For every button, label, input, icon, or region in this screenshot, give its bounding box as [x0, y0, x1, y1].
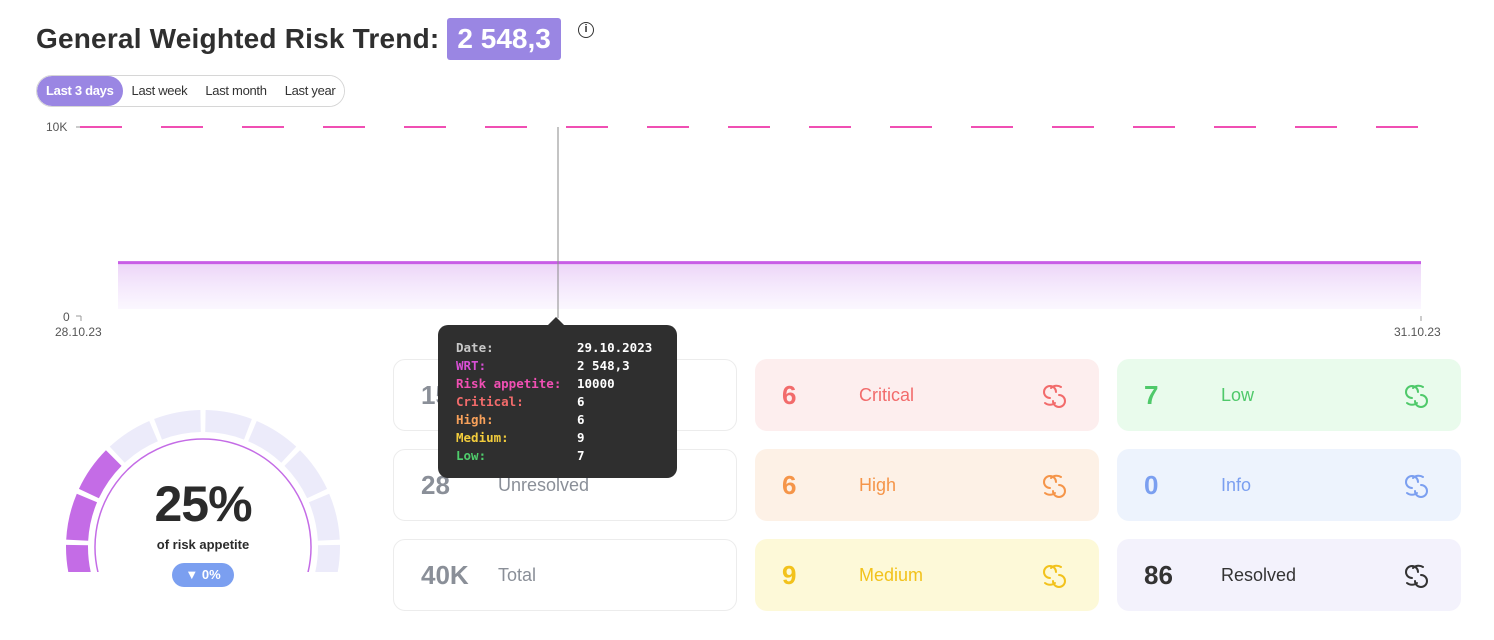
- gauge-segment: [205, 410, 252, 440]
- tooltip-key: High:: [456, 412, 494, 427]
- tooltip-row: Medium: 9: [456, 429, 659, 447]
- severity-card-critical[interactable]: 6 Critical: [755, 359, 1099, 431]
- tooltip-value: 7: [577, 448, 585, 463]
- link-icon[interactable]: [1399, 379, 1431, 411]
- tooltip-value: 6: [577, 412, 585, 427]
- severity-label: Info: [1221, 474, 1252, 495]
- tooltip-row: Risk appetite: 10000: [456, 375, 659, 393]
- severity-label: Critical: [859, 384, 915, 405]
- severity-label: Low: [1221, 384, 1255, 405]
- risk-trend-chart[interactable]: 10K 0 28.10.23 31.10.23: [0, 110, 1494, 350]
- gauge-inner-arc: [94, 438, 312, 579]
- gauge-segment: [66, 493, 98, 541]
- severity-label: Resolved: [1221, 564, 1297, 585]
- tooltip-value: 2 548,3: [577, 358, 630, 373]
- wrt-value-badge: 2 548,3: [447, 18, 561, 60]
- tab-last-3-days[interactable]: Last 3 days: [37, 76, 123, 106]
- tab-last-year[interactable]: Last year: [275, 76, 345, 106]
- link-icon[interactable]: [1037, 559, 1069, 591]
- header: General Weighted Risk Trend: 2 548,3: [36, 18, 561, 60]
- chart-canvas: [76, 126, 1422, 321]
- gauge-segment: [284, 450, 328, 499]
- tooltip-key: Low:: [456, 448, 487, 463]
- severity-card-resolved[interactable]: 86 Resolved: [1117, 539, 1461, 611]
- severity-card-high[interactable]: 6 High: [755, 449, 1099, 521]
- severity-count: 0: [1144, 469, 1159, 500]
- gauge-segment: [308, 493, 340, 541]
- x-tick-start: 28.10.23: [55, 325, 102, 339]
- gauge-segment: [109, 420, 158, 463]
- stat-number: 40K: [421, 559, 469, 590]
- y-tick-0: 0: [63, 310, 70, 324]
- tooltip-value: 6: [577, 394, 585, 409]
- severity-label: High: [859, 474, 897, 495]
- link-icon[interactable]: [1037, 469, 1069, 501]
- tooltip-key: Medium:: [456, 430, 509, 445]
- severity-count: 6: [782, 469, 797, 500]
- tooltip-key: Critical:: [456, 394, 524, 409]
- tooltip-value: 9: [577, 430, 585, 445]
- tooltip-row: High: 6: [456, 411, 659, 429]
- gauge-delta-badge: ▼ 0%: [172, 563, 234, 587]
- tab-last-month[interactable]: Last month: [196, 76, 276, 106]
- tooltip-row: Critical: 6: [456, 393, 659, 411]
- stat-label: Unresolved: [498, 474, 590, 495]
- gauge-segment: [154, 410, 201, 440]
- tooltip-row: Date: 29.10.2023: [456, 339, 659, 357]
- stat-label: Total: [498, 564, 537, 585]
- severity-card-low[interactable]: 7 Low: [1117, 359, 1461, 431]
- tooltip-key: Risk appetite:: [456, 376, 562, 391]
- page-title: General Weighted Risk Trend:: [36, 23, 440, 54]
- tooltip-value: 10000: [577, 376, 615, 391]
- gauge-segment: [248, 420, 297, 463]
- tooltip-key: WRT:: [456, 358, 487, 373]
- severity-count: 6: [782, 379, 797, 410]
- tooltip-value: 29.10.2023: [577, 340, 653, 355]
- tooltip-key: Date:: [456, 340, 494, 355]
- y-tick-10k: 10K: [46, 120, 68, 134]
- link-icon[interactable]: [1399, 559, 1431, 591]
- link-icon[interactable]: [1399, 469, 1431, 501]
- gauge-value: 25%: [154, 476, 252, 532]
- tooltip-row: Low: 7: [456, 447, 659, 465]
- tooltip-row: WRT: 2 548,3: [456, 357, 659, 375]
- info-icon[interactable]: i: [578, 22, 594, 38]
- link-icon[interactable]: [1037, 379, 1069, 411]
- gauge-caption: of risk appetite: [156, 537, 250, 552]
- severity-count: 9: [782, 559, 797, 590]
- risk-appetite-gauge: 25% of risk appetite ▼ 0%: [58, 372, 348, 592]
- severity-count: 86: [1144, 559, 1173, 590]
- severity-label: Medium: [859, 564, 924, 585]
- severity-count: 7: [1144, 379, 1159, 410]
- tab-last-week[interactable]: Last week: [122, 76, 197, 106]
- stat-card-total[interactable]: 40K Total: [393, 539, 737, 611]
- severity-card-info[interactable]: 0 Info: [1117, 449, 1461, 521]
- wrt-area: [118, 262, 1421, 309]
- x-tick-end: 31.10.23: [1394, 325, 1441, 339]
- gauge-segment: [78, 450, 122, 499]
- time-range-selector: Last 3 days Last week Last month Last ye…: [36, 75, 346, 107]
- severity-card-medium[interactable]: 9 Medium: [755, 539, 1099, 611]
